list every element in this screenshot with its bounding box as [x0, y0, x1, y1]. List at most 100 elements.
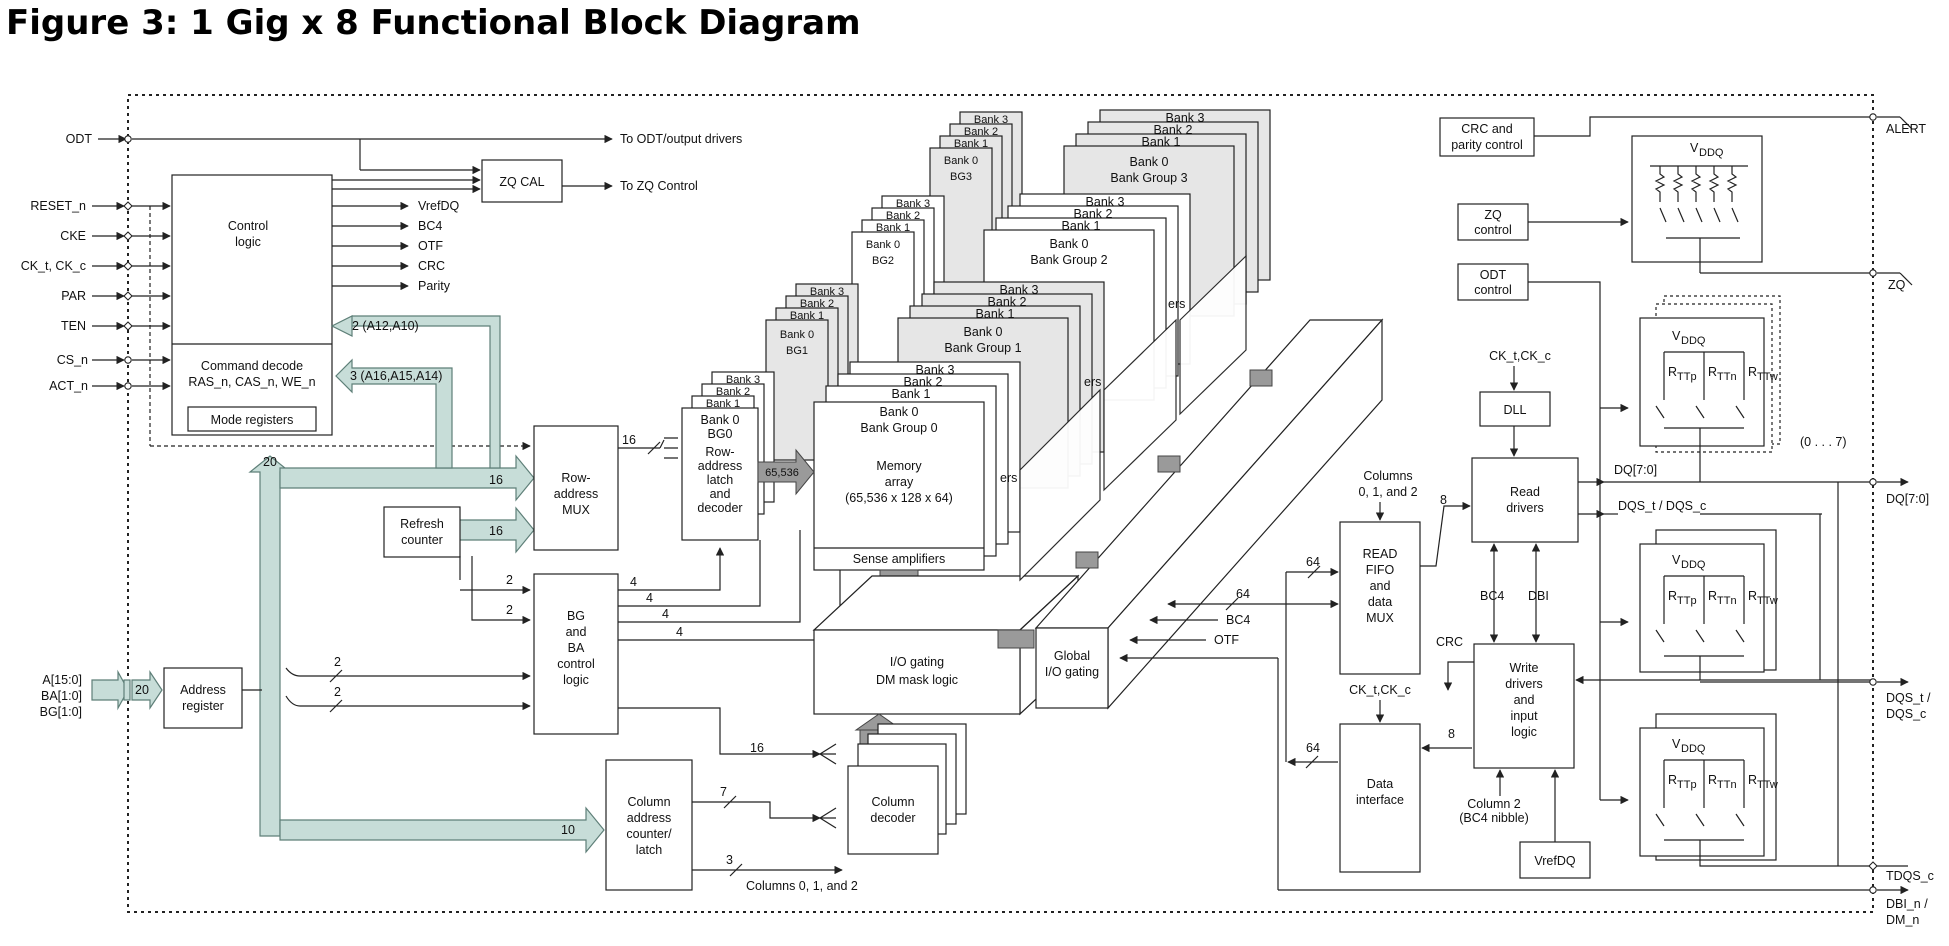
- tdqs-ttp: TTp: [1677, 779, 1697, 791]
- bg-ba-control: BG and BA control logic 4 4 4 4: [533, 520, 841, 759]
- control-logic: Control logic Command decode RAS_n, CAS_…: [171, 174, 459, 436]
- refresh-label-1: Refresh: [400, 517, 444, 531]
- zq-resistor-array: V DDQ: [1631, 135, 1872, 274]
- bg-ba-control-box: [533, 573, 619, 735]
- sig-parity: Parity: [418, 279, 451, 293]
- g2-bank3: Bank 3: [1086, 195, 1125, 209]
- write-drivers-label-2: drivers: [1505, 677, 1543, 691]
- global-io-gating: Global I/O gating: [997, 318, 1384, 710]
- wire-4-d: 4: [676, 625, 683, 639]
- pin-dqs-label-2: DQS_c: [1886, 707, 1926, 721]
- wire-7: 7: [720, 785, 727, 799]
- pin-addr-label: A[15:0]: [42, 673, 82, 687]
- dqs-r1: R: [1668, 589, 1677, 603]
- row-mux-label-1: Row-: [561, 471, 590, 485]
- pin-dqs-label-1: DQS_t /: [1886, 691, 1931, 705]
- data-interface: Data interface CK_t,CK_c 64 8: [1287, 683, 1472, 873]
- g1r-bank2: Bank 2: [800, 298, 834, 310]
- data-interface-box: [1339, 723, 1421, 873]
- mode-registers-label: Mode registers: [211, 413, 294, 427]
- sig-otf-global: OTF: [1214, 633, 1239, 647]
- g0-bank2: Bank 2: [904, 375, 943, 389]
- g1r-bg1: BG1: [786, 345, 808, 357]
- bg-label-4: control: [557, 657, 595, 671]
- g3-label: Bank Group 3: [1110, 171, 1187, 185]
- address-register-label-2: register: [182, 699, 224, 713]
- g2r-bank3: Bank 3: [896, 198, 930, 210]
- bus-16-refresh: 16: [489, 524, 503, 538]
- bus-10: 10: [561, 823, 575, 837]
- write-drivers-label-3: and: [1514, 693, 1535, 707]
- rl-label-1: Bank 0: [701, 413, 740, 427]
- mem-size: (65,536 x 128 x 64): [845, 491, 953, 505]
- g0-bank3: Bank 3: [916, 363, 955, 377]
- memory-array-box: [813, 401, 985, 571]
- bus-16-rowmux: 16: [489, 473, 503, 487]
- g3r-bank1: Bank 1: [954, 138, 988, 150]
- sense-amps-label: Sense amplifiers: [853, 552, 945, 566]
- io-gating-label-2: DM mask logic: [876, 673, 958, 687]
- fifo-columns-2: 0, 1, and 2: [1358, 485, 1417, 499]
- col-decoder-label-1: Column: [871, 795, 914, 809]
- dq-v: V: [1672, 329, 1681, 343]
- sig-otf: OTF: [418, 239, 443, 253]
- refresh-counter-box: [383, 506, 461, 558]
- g1r-bank3: Bank 3: [810, 286, 844, 298]
- wire-64-a: 64: [1236, 587, 1250, 601]
- pin-par-label: PAR: [61, 289, 86, 303]
- rl-bank1: Bank 1: [706, 398, 740, 410]
- termination-dq: V DDQ R TTp R TTn R TTw (0 . . . 7): [1639, 295, 1847, 482]
- sig-vrefdq: VrefDQ: [418, 199, 459, 213]
- data-if-clock: CK_t,CK_c: [1349, 683, 1411, 697]
- termination-tdqs: V DDQ R TTp R TTn R TTw: [1639, 713, 1872, 867]
- pin-cke-label: CKE: [60, 229, 86, 243]
- pin-zq-label: ZQ: [1888, 278, 1906, 292]
- g1-amp: ers: [1084, 375, 1101, 389]
- vrefdq-box: [1519, 841, 1591, 879]
- rl-label-7: decoder: [697, 501, 742, 515]
- dq-bus-label: DQ[7:0]: [1614, 463, 1657, 477]
- row-mux-box: [533, 425, 619, 551]
- pin-dbi-label-1: DBI_n /: [1886, 897, 1928, 911]
- rl-label-4: address: [698, 459, 742, 473]
- address-register: Address register 2 2: [163, 655, 531, 729]
- wire-16-d: 16: [750, 741, 764, 755]
- sig-bc4-global: BC4: [1226, 613, 1250, 627]
- figure-title: Figure 3: 1 Gig x 8 Functional Block Dia…: [6, 3, 861, 43]
- fifo-columns-1: Columns: [1363, 469, 1412, 483]
- g0-bank1: Bank 1: [892, 387, 931, 401]
- g1-bank3: Bank 3: [1000, 283, 1039, 297]
- bg-label-1: BG: [567, 609, 585, 623]
- termination-dqs: V DDQ R TTp R TTn R TTw: [1639, 529, 1778, 680]
- sig-bc4: BC4: [418, 219, 442, 233]
- g3r-bank0: Bank 0: [944, 155, 978, 167]
- bus-20-trunk: 20: [263, 455, 277, 469]
- dqs-bus-label: DQS_t / DQS_c: [1618, 499, 1706, 513]
- col-decoder-label-2: decoder: [870, 811, 915, 825]
- rl-bank2: Bank 2: [716, 386, 750, 398]
- refresh-counter: Refresh counter 2 2: [383, 506, 531, 625]
- io-gating-box: [813, 629, 1021, 715]
- g3r-bank3: Bank 3: [974, 114, 1008, 126]
- zq-cal-label: ZQ CAL: [499, 175, 544, 189]
- control-logic-box: [171, 174, 333, 436]
- g1r-bank0: Bank 0: [780, 329, 814, 341]
- pin-alert-label: ALERT: [1886, 122, 1926, 136]
- bank-groups: Bank 3 Bank 2 Bank 1 Bank 0 Bank Group 3…: [681, 109, 1384, 855]
- tdqs-ttw: TTw: [1757, 779, 1778, 791]
- pin-ck-label: CK_t, CK_c: [21, 259, 86, 273]
- pin-cs-label: CS_n: [57, 353, 88, 367]
- zq-control-label-2: control: [1474, 223, 1512, 237]
- g1-bank1: Bank 1: [976, 307, 1015, 321]
- dll-clock: CK_t,CK_c: [1489, 349, 1551, 363]
- read-fifo-box: [1339, 521, 1421, 675]
- address-register-box: [163, 667, 243, 729]
- tdqs-r3: R: [1748, 773, 1757, 787]
- read-drivers-label-1: Read: [1510, 485, 1540, 499]
- read-fifo-label-5: MUX: [1366, 611, 1394, 625]
- pin-dq-label: DQ[7:0]: [1886, 492, 1929, 506]
- wire-16-c: 16: [622, 433, 636, 447]
- mem-memory: Memory: [876, 459, 922, 473]
- dbi-label: DBI: [1528, 589, 1549, 603]
